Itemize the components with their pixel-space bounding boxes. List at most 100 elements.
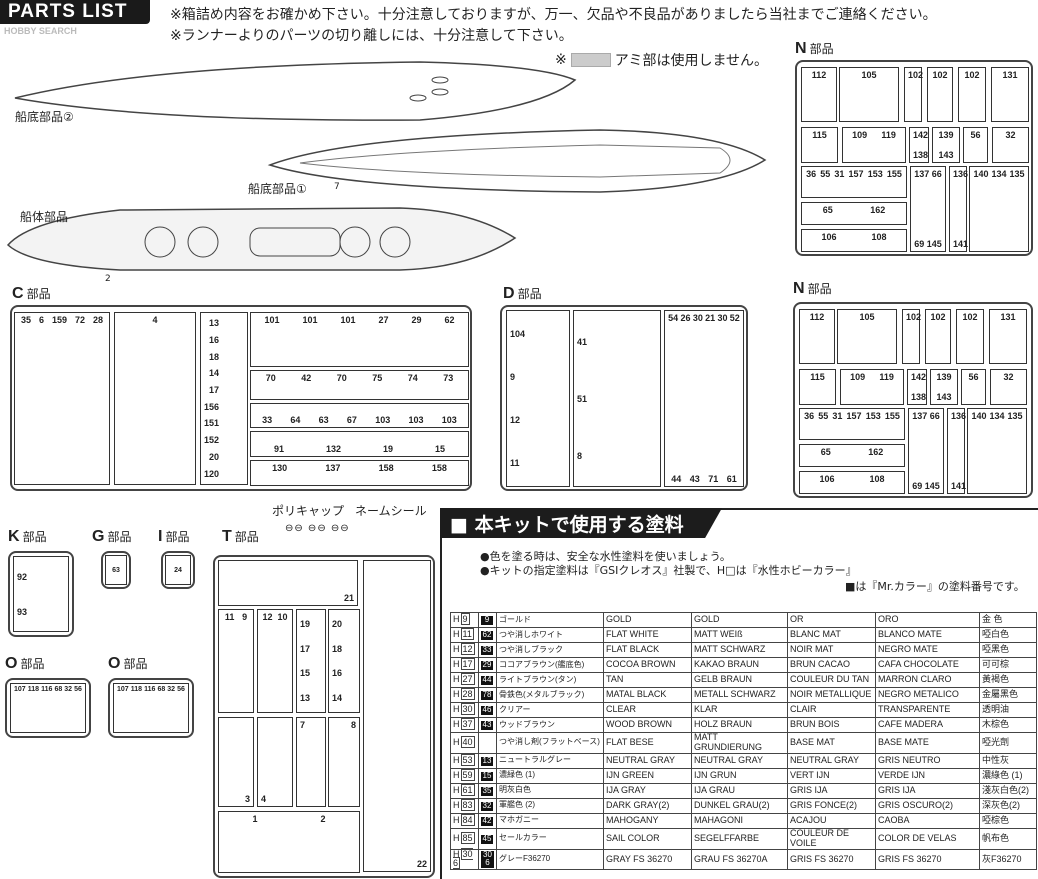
part-number: 119 bbox=[879, 372, 894, 382]
part-number: 103 bbox=[441, 415, 457, 425]
paint-name: MATT GRUNDIERUNG bbox=[691, 732, 788, 754]
paint-name: IJN GREEN bbox=[603, 767, 692, 784]
part-number: 158 bbox=[378, 463, 394, 473]
runner-cell: 105 bbox=[837, 309, 897, 364]
part-number: 135 bbox=[1007, 411, 1023, 421]
part-number: 19 bbox=[382, 444, 393, 454]
part-number: 19 bbox=[300, 619, 311, 630]
runner-cell: 102 bbox=[956, 309, 984, 364]
paint-name: ORO bbox=[875, 612, 980, 628]
part-number: 66 bbox=[931, 169, 942, 179]
hull-bottom-1 bbox=[267, 129, 767, 193]
part-number: 63 bbox=[318, 415, 329, 425]
paint-name: ニュートラルグレー bbox=[496, 752, 604, 769]
part-number: 115 bbox=[810, 372, 825, 382]
part-number: 107 bbox=[117, 686, 129, 693]
part-number: 20 bbox=[209, 451, 220, 462]
paint-name: FLAT BLACK bbox=[603, 642, 692, 658]
mr-color-code: 35 bbox=[478, 782, 497, 799]
paint-name: MATT SCHWARZ bbox=[691, 642, 788, 658]
part-number: 67 bbox=[346, 415, 357, 425]
part-number: 9 bbox=[510, 372, 516, 383]
part-number: 130 bbox=[272, 463, 288, 473]
part-number: 157 bbox=[846, 411, 862, 421]
paint-name: BLANCO MATE bbox=[875, 627, 980, 643]
part-number: 136 bbox=[953, 169, 969, 179]
mesh-swatch bbox=[570, 53, 611, 67]
part-number: 33 bbox=[262, 415, 273, 425]
part-number: 140 bbox=[971, 411, 987, 421]
runner-cell: 4 bbox=[257, 717, 293, 807]
paint-name: VERT IJN bbox=[787, 767, 876, 784]
part-number: 13 bbox=[209, 318, 220, 329]
paint-name: クリアー bbox=[496, 702, 604, 718]
part-number: 102 bbox=[908, 70, 924, 80]
part-number: 143 bbox=[936, 392, 952, 402]
runner-cell: 102 bbox=[904, 67, 924, 122]
paint-name: GRIS FS 36270 bbox=[787, 848, 876, 871]
part-number: 12 bbox=[262, 612, 273, 622]
part-number: 112 bbox=[811, 70, 827, 80]
part-number: 155 bbox=[884, 411, 900, 421]
runner-cell: 115 bbox=[801, 127, 838, 163]
mr-color-code: 42 bbox=[478, 812, 497, 829]
part-number: 28 bbox=[92, 315, 103, 325]
part-number: 14 bbox=[209, 368, 220, 379]
part-number: 10 bbox=[277, 612, 288, 622]
part-number: 32 bbox=[1005, 130, 1016, 140]
part-number: 92 bbox=[17, 571, 28, 582]
paint-name: KLAR bbox=[691, 702, 788, 718]
paint-name: GOLD bbox=[691, 612, 788, 628]
runner-i: 24 bbox=[161, 551, 195, 589]
runner-cell: 56 bbox=[963, 127, 988, 163]
part-number: 135 bbox=[1009, 169, 1025, 179]
runner-cell: 3 bbox=[218, 717, 254, 807]
mr-color-code bbox=[478, 732, 497, 754]
runner-cell: 131 bbox=[989, 309, 1027, 364]
runner-cell: 56 bbox=[961, 369, 986, 405]
part-number: 12 bbox=[510, 414, 521, 425]
part-number: 107 bbox=[14, 686, 26, 693]
hull-bottom-2-label: 船底部品② bbox=[15, 110, 74, 124]
part-number: 152 bbox=[204, 435, 220, 446]
hull-bottom-1-label: 船底部品① bbox=[248, 182, 307, 196]
runner-cell: 63 bbox=[105, 555, 127, 585]
mr-color-code: 15 bbox=[478, 767, 497, 784]
part-number: 118 bbox=[130, 686, 143, 693]
paint-name: MARRON CLARO bbox=[875, 672, 980, 688]
paint-name: SEGELFFARBE bbox=[691, 827, 788, 850]
paint-name: IJN GRUN bbox=[691, 767, 788, 784]
paint-name: つや消し剤(フラットベース) bbox=[496, 732, 604, 754]
note-contents: ※箱詰め内容をお確かめ下さい。十分注意しておりますが、万一、欠品や不良品がありま… bbox=[170, 7, 937, 23]
part-number: 69 bbox=[914, 239, 925, 249]
paint-name: ゴールド bbox=[496, 612, 604, 628]
paint-name: 啞白色 bbox=[979, 627, 1037, 643]
paint-name: COULEUR DU TAN bbox=[787, 672, 876, 688]
part-number: 4 bbox=[261, 794, 267, 804]
part-number: 55 bbox=[818, 411, 829, 421]
mr-color-code: 78 bbox=[478, 687, 497, 703]
part-number: 101 bbox=[340, 315, 356, 325]
part-number: 131 bbox=[1002, 70, 1018, 80]
